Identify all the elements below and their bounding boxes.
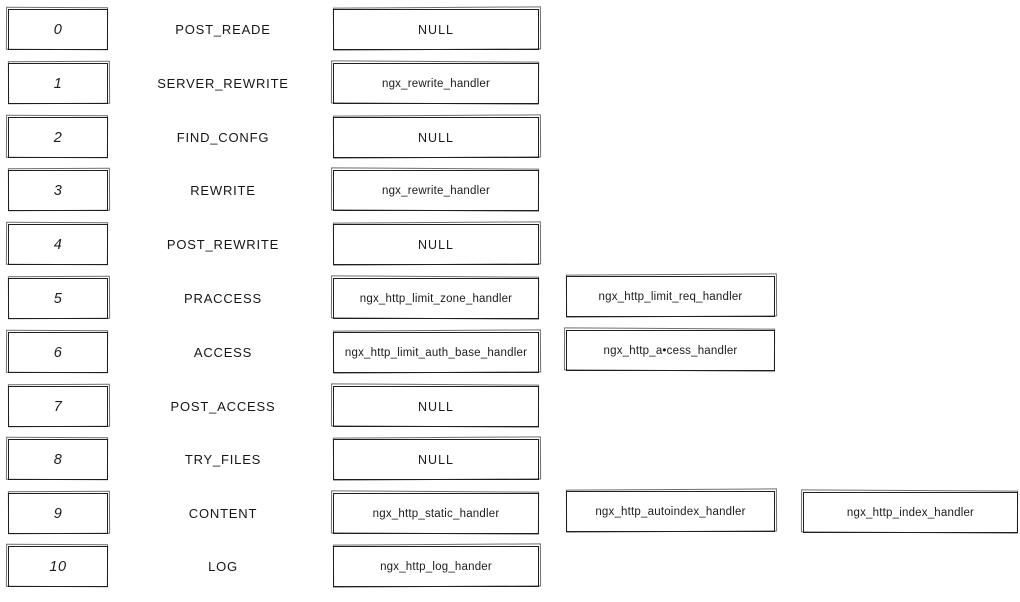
handler-box: NULL bbox=[333, 117, 539, 158]
phase-number: 5 bbox=[53, 290, 63, 307]
phase-row-6: 6 ACCESS ngx_http_limit_auth_base_handle… bbox=[0, 330, 1020, 375]
phase-name-label: POST_ACCESS bbox=[170, 399, 276, 414]
handler-box: ngx_http_limit_auth_base_handler bbox=[333, 332, 539, 373]
handler-label: NULL bbox=[418, 399, 454, 414]
phase-name-label: CONTENT bbox=[188, 506, 258, 521]
phase-name-label: PRACCESS bbox=[184, 291, 262, 306]
phase-row-3: 3 REWRITE ngx_rewrite_handler bbox=[0, 170, 1020, 213]
phase-number: 6 bbox=[53, 344, 63, 361]
handler-box: ngx_rewrite_handler bbox=[333, 170, 539, 211]
phase-row-9: 9 CONTENT ngx_http_static_handler ngx_ht… bbox=[0, 491, 1020, 536]
phase-name-label: FIND_CONFG bbox=[176, 130, 270, 145]
phase-name-label: LOG bbox=[208, 559, 238, 574]
phase-row-10: 10 LOG ngx_http_log_hander bbox=[0, 546, 1020, 589]
phase-name-label: ACCESS bbox=[193, 345, 253, 360]
phase-number: 7 bbox=[53, 398, 63, 415]
phase-number: 1 bbox=[53, 75, 63, 92]
phase-number: 8 bbox=[53, 451, 63, 468]
phase-number-box: 8 bbox=[8, 439, 108, 480]
phase-row-4: 4 POST_REWRITE NULL bbox=[0, 224, 1020, 267]
handler-box: ngx_rewrite_handler bbox=[333, 63, 539, 104]
phase-number: 2 bbox=[53, 129, 63, 146]
phase-number-box: 1 bbox=[8, 63, 108, 104]
phase-name-label: POST_REWRITE bbox=[166, 237, 280, 252]
phase-number-box: 0 bbox=[8, 9, 108, 50]
phase-number: 9 bbox=[53, 505, 63, 522]
phase-number: 3 bbox=[53, 182, 63, 199]
handler-label: NULL bbox=[418, 452, 454, 467]
phase-row-2: 2 FIND_CONFG NULL bbox=[0, 117, 1020, 160]
handler-box: ngx_http_a•cess_handler bbox=[566, 330, 775, 371]
handler-box: NULL bbox=[333, 224, 539, 265]
phase-number-box: 6 bbox=[8, 332, 108, 373]
phase-number-box: 2 bbox=[8, 117, 108, 158]
phase-name-label: TRY_FILES bbox=[184, 452, 262, 467]
phase-number-box: 9 bbox=[8, 493, 108, 534]
phase-number: 4 bbox=[53, 236, 63, 253]
handler-box: ngx_http_limit_zone_handler bbox=[333, 278, 539, 319]
phase-row-7: 7 POST_ACCESS NULL bbox=[0, 386, 1020, 429]
phase-name-label: REWRITE bbox=[190, 183, 256, 198]
phase-name-label: SERVER_REWRITE bbox=[157, 76, 289, 91]
handler-label: NULL bbox=[418, 237, 454, 252]
phase-name-label: POST_READE bbox=[175, 22, 271, 37]
handler-label: ngx_rewrite_handler bbox=[381, 184, 490, 197]
handler-box: ngx_http_index_handler bbox=[803, 492, 1018, 533]
handler-box: ngx_http_log_hander bbox=[333, 546, 539, 587]
handler-label: ngx_http_limit_req_handler bbox=[598, 290, 743, 303]
phase-row-5: 5 PRACCESS ngx_http_limit_zone_handler n… bbox=[0, 276, 1020, 321]
phase-number: 10 bbox=[49, 558, 67, 575]
handler-label: ngx_http_a•cess_handler bbox=[603, 344, 738, 357]
phase-number-box: 7 bbox=[8, 386, 108, 427]
phase-row-8: 8 TRY_FILES NULL bbox=[0, 439, 1020, 482]
phase-row-1: 1 SERVER_REWRITE ngx_rewrite_handler bbox=[0, 63, 1020, 106]
handler-box: ngx_http_autoindex_handler bbox=[566, 491, 775, 532]
phase-number-box: 10 bbox=[8, 546, 108, 587]
handler-box: ngx_http_limit_req_handler bbox=[566, 276, 775, 317]
handler-label: NULL bbox=[418, 130, 454, 145]
handler-label: ngx_http_autoindex_handler bbox=[595, 505, 746, 518]
phase-number: 0 bbox=[53, 21, 63, 38]
handler-label: ngx_http_limit_auth_base_handler bbox=[344, 346, 528, 359]
handler-label: ngx_http_log_hander bbox=[380, 560, 492, 573]
phase-number-box: 4 bbox=[8, 224, 108, 265]
handler-box: ngx_http_static_handler bbox=[333, 493, 539, 534]
handler-box: NULL bbox=[333, 9, 539, 50]
handler-label: ngx_http_limit_zone_handler bbox=[359, 292, 513, 305]
handler-label: ngx_http_static_handler bbox=[372, 507, 500, 520]
handler-box: NULL bbox=[333, 386, 539, 427]
phase-number-box: 3 bbox=[8, 170, 108, 211]
handler-label: ngx_rewrite_handler bbox=[381, 77, 490, 90]
handler-box: NULL bbox=[333, 439, 539, 480]
phase-row-0: 0 POST_READE NULL bbox=[0, 9, 1020, 52]
phase-number-box: 5 bbox=[8, 278, 108, 319]
handler-label: NULL bbox=[418, 22, 454, 37]
handler-label: ngx_http_index_handler bbox=[846, 506, 975, 519]
